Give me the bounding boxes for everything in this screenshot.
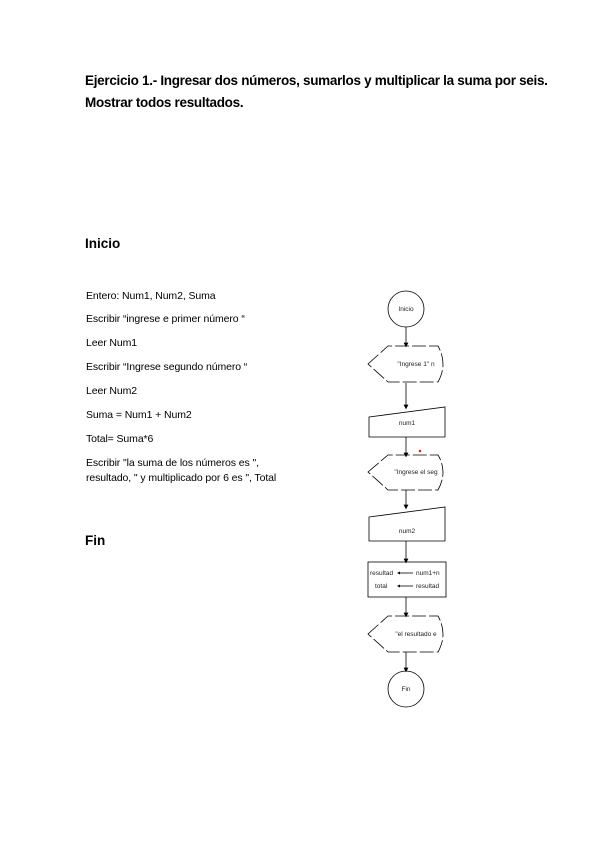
input-label-1: num1 xyxy=(399,420,416,427)
process-label-2-left: total xyxy=(375,583,388,590)
process-label-1-right: num1+n xyxy=(416,570,440,577)
pseudocode-line-3: Leer Num1 xyxy=(86,337,138,349)
flowchart: Inicio "Ingrese 1" n num1 "Ingrese el se… xyxy=(367,290,447,708)
assign-arrowhead-1 xyxy=(397,571,400,575)
assign-arrowhead-2 xyxy=(397,584,400,588)
end-label: Fin xyxy=(401,686,410,693)
input-shape-2 xyxy=(368,506,446,542)
start-label: Inicio xyxy=(398,306,414,313)
pseudocode-line-6: Suma = Num1 + Num2 xyxy=(86,409,192,421)
process-box xyxy=(367,561,447,598)
display-shape-1 xyxy=(367,345,444,383)
pseudocode-line-7: Total= Suma*6 xyxy=(86,433,154,445)
end-terminator xyxy=(387,670,425,708)
start-terminator xyxy=(387,290,425,328)
pseudocode-line-5: Leer Num2 xyxy=(86,385,138,397)
display-shape-2 xyxy=(367,454,444,491)
pseudocode-line-1: Entero: Num1, Num2, Suma xyxy=(86,290,216,302)
start-heading: Inicio xyxy=(85,236,121,251)
input-shape-1 xyxy=(368,406,446,438)
input-label-2: num2 xyxy=(399,528,416,535)
display-label-2: "Ingrese el seg xyxy=(394,469,438,476)
process-label-1-left: resultad xyxy=(370,570,394,577)
red-marker-dot xyxy=(418,449,422,453)
end-heading: Fin xyxy=(85,533,106,548)
pseudocode-line-2: Escribir “ingrese e primer número “ xyxy=(86,313,245,325)
pseudocode-line-4: Escribir “Ingrese segundo número “ xyxy=(86,361,248,373)
display-label-3: "el resultado e xyxy=(395,631,437,638)
display-label-1: "Ingrese 1" n xyxy=(397,361,435,368)
exercise-title: Ejercicio 1.- Ingresar dos números, suma… xyxy=(85,73,548,110)
process-label-2-right: resultad xyxy=(416,583,440,590)
display-shape-3 xyxy=(367,615,444,653)
pseudocode-line-8: Escribir "la suma de los números es ", r… xyxy=(86,457,277,484)
